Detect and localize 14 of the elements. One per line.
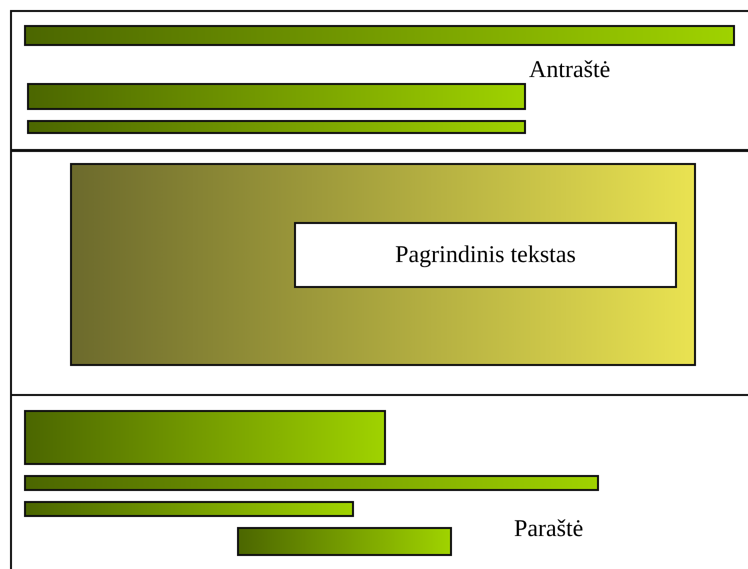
gradient-bar xyxy=(24,501,354,517)
text-box xyxy=(294,222,677,288)
gradient-bar xyxy=(24,475,599,491)
gradient-bar xyxy=(24,410,386,465)
body-text-label: Pagrindinis tekstas xyxy=(395,242,576,268)
gradient-bar xyxy=(237,527,452,556)
gradient-bar xyxy=(27,83,526,110)
page-section xyxy=(10,10,748,151)
gradient-bar xyxy=(24,25,735,46)
gradient-bar xyxy=(27,120,526,134)
section-label: Antraštė xyxy=(529,57,610,84)
gradient-block xyxy=(70,163,696,366)
page-section xyxy=(10,150,748,396)
section-label: Paraštė xyxy=(514,516,584,543)
